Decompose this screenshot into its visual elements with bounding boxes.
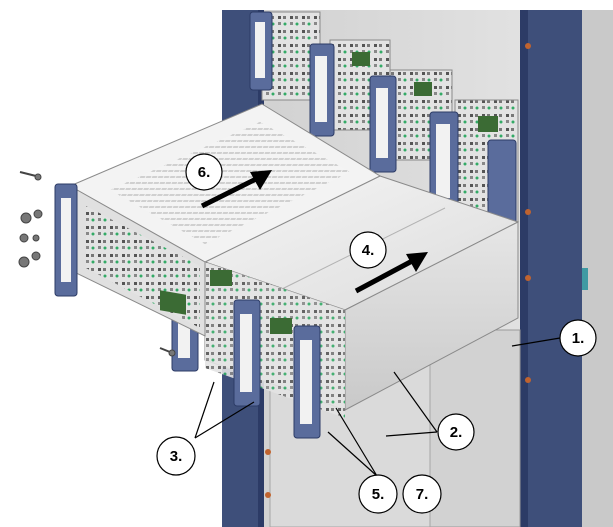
chassis-vents <box>110 122 350 244</box>
upper-chassis <box>54 103 382 337</box>
leader-lines <box>194 337 561 477</box>
callout-5: 5. <box>358 474 398 514</box>
callout-1-label: 1. <box>572 330 585 347</box>
callout-7-label: 7. <box>416 486 429 503</box>
callout-5-label: 5. <box>372 486 385 503</box>
callout-6: 6. <box>185 153 223 191</box>
insert-arrow-lower <box>354 252 428 294</box>
callout-1: 1. <box>559 319 597 357</box>
upper-module-1 <box>249 11 321 101</box>
upper-module-4 <box>429 99 519 231</box>
callout-4: 4. <box>349 231 387 269</box>
mounting-bracket <box>54 183 78 297</box>
rack-screws <box>265 43 531 498</box>
callout-3: 3. <box>156 436 196 476</box>
callout-7: 7. <box>402 474 442 514</box>
callout-6-label: 6. <box>198 164 211 181</box>
chassis-display <box>160 290 186 315</box>
callout-2-label: 2. <box>450 424 463 441</box>
callout-2: 2. <box>437 413 475 451</box>
insert-arrow-upper <box>200 170 272 209</box>
rack-right-post <box>520 10 582 527</box>
callout-4-label: 4. <box>362 242 375 259</box>
rack-right-post-edge <box>520 10 528 527</box>
rack-latch <box>582 268 588 290</box>
loose-screws <box>18 171 176 357</box>
installed-upper-modules <box>249 11 519 231</box>
callout-3-label: 3. <box>170 448 183 465</box>
